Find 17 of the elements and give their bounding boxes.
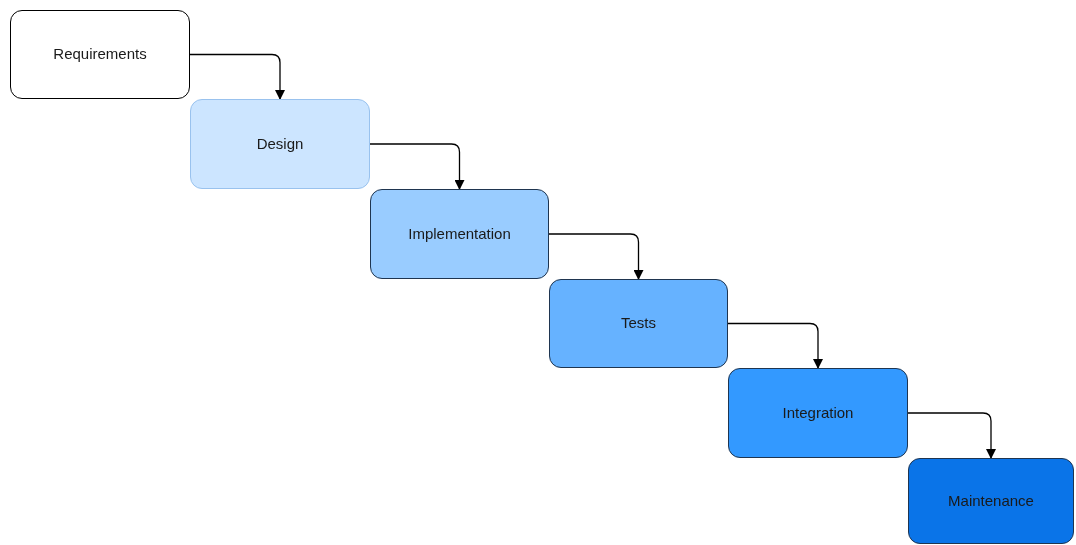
process-box xyxy=(190,99,370,189)
arrow xyxy=(727,322,823,369)
process-box xyxy=(549,279,728,368)
process-box xyxy=(908,458,1074,544)
arrow xyxy=(189,53,285,100)
box-label: Maintenance xyxy=(948,490,1034,511)
box-label: Design xyxy=(256,133,304,154)
box-label: Integration xyxy=(782,402,854,423)
arrow xyxy=(907,412,996,459)
arrow xyxy=(369,143,465,190)
box-label: Requirements xyxy=(53,44,147,65)
process-box xyxy=(10,10,190,99)
process-box xyxy=(370,189,549,279)
process-box xyxy=(728,368,908,458)
arrow xyxy=(548,233,644,280)
box-label: Tests xyxy=(621,313,656,334)
box-label: Implementation xyxy=(408,223,511,244)
